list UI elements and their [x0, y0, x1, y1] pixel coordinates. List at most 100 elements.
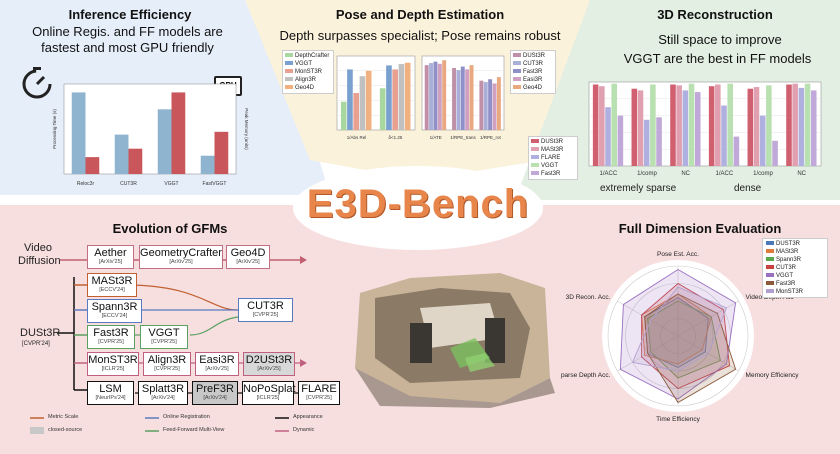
recon-tick-label: 1/ACC: [715, 171, 733, 177]
radar-legend-swatch: [766, 241, 774, 246]
pose-legend-item: Easi3R: [513, 76, 553, 84]
recon-bar: [786, 84, 792, 166]
recon-bar: [708, 86, 715, 166]
recon-bar: [605, 107, 611, 166]
pose-depth-title: Pose and Depth Estimation: [335, 7, 505, 22]
efficiency-bar: [128, 148, 143, 174]
reconstruction-subtitle-2: VGGT are the best in FF models: [623, 51, 812, 66]
reconstruction-subtitle-1: Still space to improve: [658, 32, 782, 47]
recon-bar: [650, 84, 656, 166]
depth-bar: [404, 62, 411, 130]
efficiency-bar: [171, 92, 186, 174]
recon-legend-item: FLARE: [531, 154, 575, 162]
recon-bar: [766, 85, 772, 166]
recon-legend-item: VGGT: [531, 162, 575, 170]
efficiency-bar: [214, 131, 229, 174]
radar-legend-label: MonST3R: [776, 289, 804, 295]
video-diffusion-label-1: Video: [24, 242, 52, 254]
radar-series-polygon: [644, 293, 737, 404]
recon-bar: [631, 88, 638, 166]
node-cut3r: CUT3R[CVPR'25]: [238, 298, 293, 322]
depth-legend-item: MonST3R: [285, 68, 331, 76]
depth-legend-label: Align3R: [295, 77, 317, 83]
efficiency-tick-label: VGGT: [164, 181, 178, 187]
radar-legend-item: CUT3R: [766, 264, 824, 272]
efficiency-ylabel-left: Processing Time (s): [52, 109, 57, 149]
pose-bar: [479, 80, 484, 130]
root-node-venue: [CVPR'24]: [22, 341, 50, 347]
inference-efficiency-subtitle-1: Online Regis. and FF models are: [32, 24, 223, 39]
pose-legend-item: CUT3R: [513, 60, 553, 68]
recon-tick-label: NC: [681, 171, 690, 177]
recon-bar: [643, 119, 650, 166]
depth-legend-item: DepthCrafter: [285, 52, 331, 60]
legend-metric-scale: Metric Scale: [48, 414, 79, 420]
recon-bar: [721, 105, 727, 166]
recon-bar: [727, 83, 733, 166]
pose-legend-label: Easi3R: [523, 77, 543, 83]
depth-legend-swatch: [285, 77, 293, 82]
recon-bar: [733, 136, 740, 166]
recon-bar: [772, 140, 778, 166]
depth-legend-label: VGGT: [295, 61, 313, 67]
pose-legend-label: DUSt3R: [523, 53, 546, 59]
radar-legend-item: Fast3R: [766, 280, 824, 288]
pose-bar: [465, 69, 470, 130]
radar-legend-item: VGGT: [766, 272, 824, 280]
recon-tick-label: NC: [797, 171, 806, 177]
radar-legend-swatch: [766, 257, 774, 262]
node-geometrycrafter: GeometryCrafter[ArXiv'25]: [139, 245, 223, 269]
pose-legend-swatch: [513, 61, 521, 66]
depth-bar: [347, 69, 353, 130]
radar-legend-label: Fast3R: [776, 281, 796, 287]
pose-tick-label: 1/RPE_rot: [480, 135, 502, 140]
recon-bar: [753, 87, 760, 166]
recon-legend-label: FLARE: [541, 155, 561, 161]
pose-bar: [456, 70, 461, 130]
recon-legend-label: DUSt3R: [541, 139, 564, 145]
efficiency-ylabel-right: Peak Memory (units): [244, 108, 249, 150]
efficiency-bar: [85, 157, 100, 174]
efficiency-tick-label: Reloc3r: [77, 181, 95, 187]
pose-bar: [460, 66, 465, 130]
recon-bar: [617, 115, 624, 166]
depth-legend-item: Geo4D: [285, 84, 331, 92]
pose-legend-swatch: [513, 69, 521, 74]
recon-bar: [694, 92, 701, 166]
pose-tick-label: 1/ATE: [430, 135, 442, 140]
radar-legend-item: DUST3R: [766, 240, 824, 248]
node-pref3r: PreF3R[ArXiv'24]: [192, 381, 238, 405]
pose-bar: [442, 60, 447, 130]
pose-bar: [488, 79, 493, 130]
pose-legend-swatch: [513, 53, 521, 58]
group-label-dense: dense: [734, 183, 762, 194]
node-aether: Aether[ArXiv'25]: [87, 245, 134, 269]
radar-legend-label: CUT3R: [776, 265, 797, 271]
node-mast3r: MASt3R[ECCV'24]: [87, 273, 137, 297]
radar-axis-label: Pose Est. Acc.: [657, 251, 699, 258]
pose-bar: [424, 65, 429, 130]
radar-legend-swatch: [766, 273, 774, 278]
pose-bar: [483, 82, 488, 130]
legend-appearance: Appearance: [293, 414, 323, 420]
node-flare: FLARE[CVPR'25]: [298, 381, 340, 405]
radar-series-polygon: [619, 268, 737, 400]
node-spann3r: Spann3R[ECCV'24]: [87, 299, 142, 323]
depth-bar: [359, 76, 366, 130]
node-fast3r: Fast3R[CVPR'25]: [87, 325, 135, 349]
pose-bar: [429, 63, 434, 130]
reconstruction-title: 3D Reconstruction: [657, 7, 773, 22]
recon-bar: [682, 90, 689, 166]
recon-bar: [715, 84, 721, 166]
depth-bar: [379, 88, 386, 130]
radar-series-polygon: [641, 282, 730, 390]
radar-legend-item: MASt3R: [766, 248, 824, 256]
node-geo4d: Geo4D[ArXiv'25]: [226, 245, 270, 269]
recon-bar: [611, 83, 617, 166]
recon-legend-item: MASt3R: [531, 146, 575, 154]
recon-bar: [656, 117, 662, 166]
efficiency-bar: [114, 134, 129, 174]
recon-plot-area: [588, 81, 822, 167]
